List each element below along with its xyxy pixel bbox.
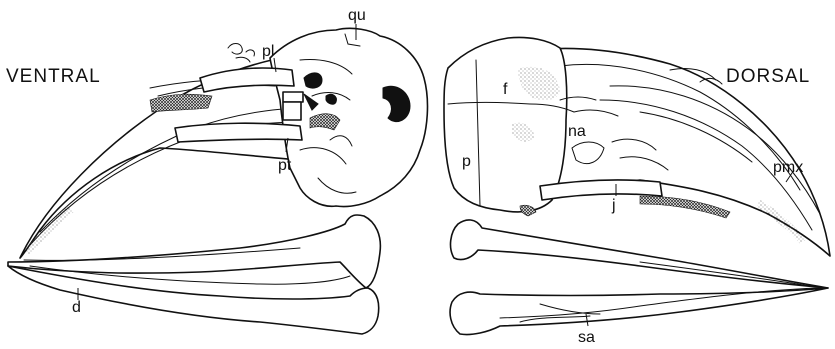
- dorsal-view-label: DORSAL: [726, 66, 810, 87]
- label-surangular: sa: [578, 329, 595, 346]
- label-pterygoid: pt: [278, 157, 292, 174]
- ventral-mandible: [8, 215, 380, 334]
- label-palatine: pl: [262, 43, 274, 60]
- label-nasal: na: [568, 123, 586, 140]
- label-premaxilla: pmx: [773, 159, 803, 176]
- ventral-foramen-4: [326, 94, 336, 104]
- ventral-jugal: [175, 123, 302, 142]
- label-parietal: p: [462, 153, 471, 170]
- ventral-pterygoid-lower: [283, 102, 301, 120]
- ventral-foramen-1: [304, 73, 322, 88]
- ventral-mandible-lower-ramus: [8, 266, 379, 334]
- label-dentary: d: [72, 299, 81, 316]
- dorsal-mandible-lower-ramus: [450, 288, 828, 335]
- label-quadrate: qu: [348, 7, 366, 24]
- label-frontal: f: [503, 81, 508, 98]
- dorsal-mandible: [450, 220, 828, 335]
- label-jugal: j: [611, 197, 616, 214]
- dorsal-naris-hatch: [640, 196, 730, 218]
- ventral-pterygoid: [283, 92, 303, 102]
- dorsal-mandible-upper-ramus: [451, 220, 828, 288]
- ventral-view-label: VENTRAL: [6, 66, 101, 87]
